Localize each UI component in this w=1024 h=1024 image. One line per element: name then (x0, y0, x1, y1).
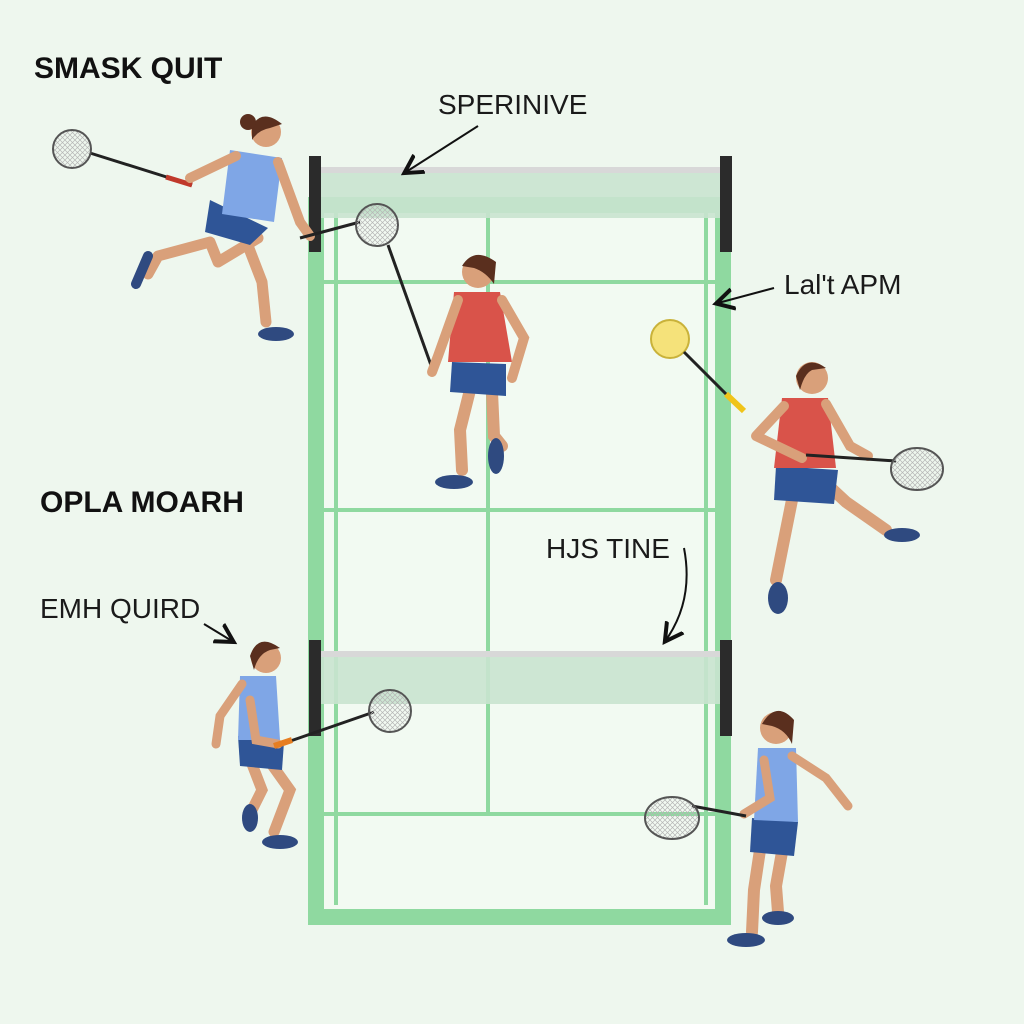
shoe (242, 804, 258, 832)
player-bottom-right (644, 710, 853, 947)
racket-head-mid (355, 203, 399, 247)
arrow-lalt-apm (718, 287, 775, 303)
label-lalt-apm: Lal't APM (784, 269, 901, 300)
racket-head (890, 447, 944, 491)
net-bottom-left-post (309, 640, 321, 736)
racket-head-yellow (650, 319, 690, 359)
arrow-hjs-tine (666, 547, 688, 640)
racket-head (368, 689, 412, 733)
net-top-right-post (720, 156, 732, 252)
arrow-emh-quird (203, 623, 232, 641)
player-right (650, 319, 944, 614)
arrow-sperinive (406, 125, 479, 172)
heading-opla-moarh: OPLA MOARH (40, 486, 244, 519)
net-bottom-right-post (720, 640, 732, 736)
shoe (435, 475, 473, 489)
label-sperinive: SPERINIVE (438, 89, 587, 120)
shoe (258, 327, 294, 341)
heading-smask-quit: SMASK QUIT (34, 52, 222, 85)
player-center (427, 254, 530, 489)
player-top-left (52, 114, 361, 341)
net-top-left-post (309, 156, 321, 252)
shoe (884, 528, 920, 542)
player-bottom-left (211, 641, 412, 849)
net-bottom (309, 640, 732, 736)
racket-grip-yellow (723, 391, 747, 414)
racket-grip (165, 174, 193, 188)
racket-head (52, 129, 92, 169)
racket-handle-mid (386, 244, 434, 369)
label-hjs-tine: HJS TINE (546, 533, 670, 564)
label-emh-quird: EMH QUIRD (40, 593, 200, 624)
shoe (262, 835, 298, 849)
shoe (768, 582, 788, 614)
shoe (488, 438, 504, 474)
shoe (762, 911, 794, 925)
racket-handle-yellow (682, 350, 732, 400)
racket-head (644, 796, 700, 840)
shoe (727, 933, 765, 947)
